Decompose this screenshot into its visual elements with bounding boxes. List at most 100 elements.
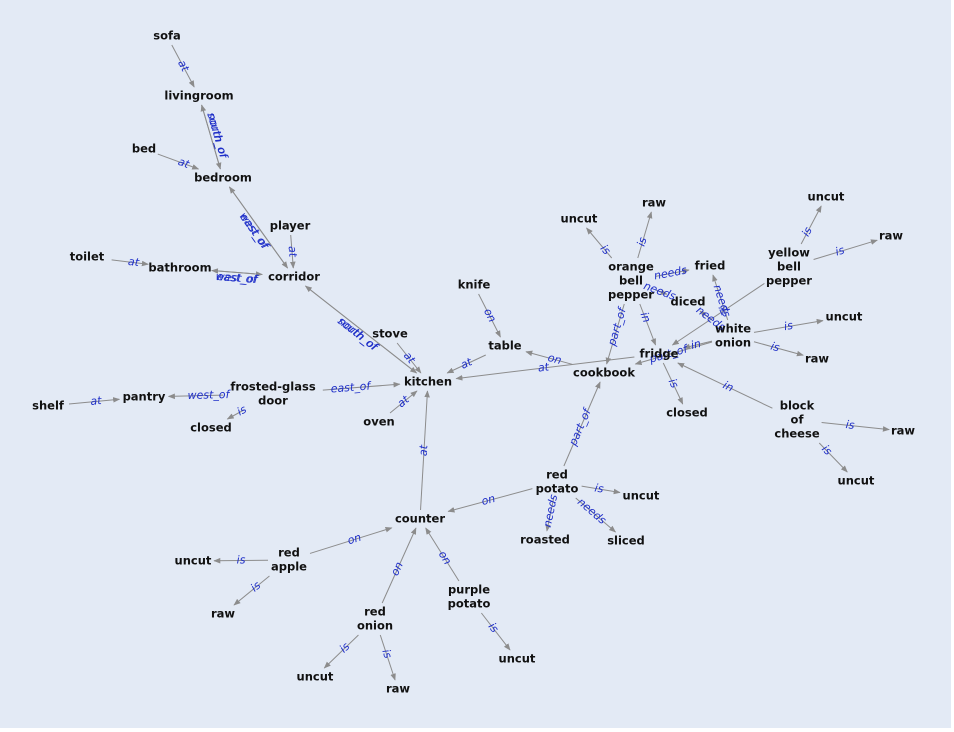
node-label: fried: [695, 259, 726, 273]
edge-red_apple-raw_apple: [233, 575, 270, 606]
node-closed-door: closed: [190, 421, 232, 435]
node-raw-bell: raw: [642, 196, 666, 210]
edge-orange_bell_pepper-diced: [655, 289, 668, 295]
edge-label: in: [638, 310, 654, 324]
edge-red_onion-counter: [381, 527, 417, 604]
edge-red_onion-uncut_ronion: [323, 634, 359, 669]
node-label: potato: [536, 482, 579, 496]
node-label: corridor: [268, 270, 320, 284]
node-label: uncut: [623, 489, 660, 503]
edge-label: is: [237, 553, 246, 566]
edges-layer: [68, 44, 890, 681]
edge-purple_potato-uncut_ppotato: [480, 612, 511, 651]
edge-knife-table: [478, 293, 501, 338]
edge-label: at: [537, 360, 550, 374]
node-label: counter: [395, 512, 445, 526]
node-label: red: [546, 468, 568, 482]
edge-label: on: [346, 531, 363, 548]
edge-label: is: [635, 236, 650, 248]
edge-orange_bell_pepper-uncut_bell: [586, 227, 613, 259]
edge-toilet-bathroom: [111, 259, 149, 267]
node-label: uncut: [808, 190, 845, 204]
node-label: sliced: [607, 534, 645, 548]
edge-white_onion-raw_white: [753, 341, 804, 357]
node-label: pepper: [608, 288, 654, 302]
node-label: table: [488, 339, 521, 353]
edge-label: is: [379, 648, 394, 661]
node-label: of: [791, 413, 805, 427]
edge-label: east_of: [330, 379, 373, 395]
node-label: fridge: [640, 347, 679, 361]
edge-block_of_cheese-uncut_cheese: [818, 442, 848, 473]
edge-sofa-livingroom: [171, 44, 195, 88]
edge-white_onion-fridge: [682, 340, 713, 350]
node-uncut-cheese: uncut: [838, 474, 875, 488]
nodes-layer: sofa livingroom bed bedroom player toilet bath…: [32, 29, 915, 696]
edge-white_onion-diced: [699, 310, 713, 321]
node-label: sofa: [153, 29, 181, 43]
edge-label: is: [783, 319, 794, 333]
node-label: bell: [777, 260, 801, 274]
node-bedroom: bedroom: [194, 171, 252, 185]
node-closed-fridge: closed: [666, 406, 708, 420]
node-toilet: toilet: [70, 250, 105, 264]
edge-red_potato-sliced: [575, 497, 617, 533]
node-sofa: sofa: [153, 29, 181, 43]
edge-orange_bell_pepper-fried: [655, 268, 690, 277]
node-label: uncut: [499, 652, 536, 666]
edge-label: at: [176, 155, 192, 171]
node-label: cookbook: [573, 366, 635, 380]
node-uncut-bell: uncut: [561, 212, 598, 226]
node-pantry: pantry: [123, 390, 166, 404]
edge-red_onion-raw_ronion: [379, 634, 396, 681]
node-counter: counter: [395, 512, 445, 526]
node-label: toilet: [70, 250, 105, 264]
node-livingroom: livingroom: [164, 89, 233, 103]
edge-red_potato-uncut_potato: [581, 485, 621, 495]
edge-shelf-pantry: [68, 397, 121, 405]
edge-label: west_of: [215, 270, 260, 286]
node-label: onion: [715, 336, 751, 350]
edge-label: at: [417, 444, 431, 456]
node-label: potato: [448, 597, 491, 611]
edge-white_onion-uncut_white: [753, 318, 824, 333]
edge-white_onion-fried: [712, 274, 729, 321]
edge-yellow_bell_pepper-fridge: [671, 283, 765, 346]
node-label: bedroom: [194, 171, 252, 185]
edge-corridor-bedroom: [229, 186, 288, 269]
edge-label: at: [286, 245, 300, 258]
edge-orange_bell_pepper-cookbook: [605, 303, 625, 365]
node-uncut-white: uncut: [826, 310, 863, 324]
node-label: pantry: [123, 390, 166, 404]
node-label: onion: [357, 619, 393, 633]
node-bed: bed: [132, 142, 156, 156]
node-label: stove: [372, 327, 408, 341]
edge-label: on: [546, 351, 563, 367]
node-label: cheese: [774, 427, 819, 441]
node-sliced: sliced: [607, 534, 645, 548]
edge-label: on: [481, 306, 499, 324]
node-label: bathroom: [148, 261, 211, 275]
node-label: raw: [805, 352, 829, 366]
edge-purple_potato-counter: [425, 527, 460, 582]
edge-label: is: [834, 243, 846, 258]
node-label: apple: [271, 560, 307, 574]
node-fridge: fridge: [640, 347, 679, 361]
edge-counter-kitchen: [420, 390, 430, 511]
node-raw-yellow: raw: [879, 229, 903, 243]
node-label: closed: [190, 421, 232, 435]
edge-white_onion-cookbook: [634, 341, 713, 365]
node-label: bed: [132, 142, 156, 156]
edge-label: west_of: [187, 388, 231, 402]
node-label: pepper: [766, 274, 812, 288]
node-oven: oven: [363, 415, 394, 429]
edge-oven-kitchen: [389, 390, 418, 414]
node-player: player: [270, 219, 311, 233]
node-uncut-ppotato: uncut: [499, 652, 536, 666]
node-label: white: [715, 322, 751, 336]
